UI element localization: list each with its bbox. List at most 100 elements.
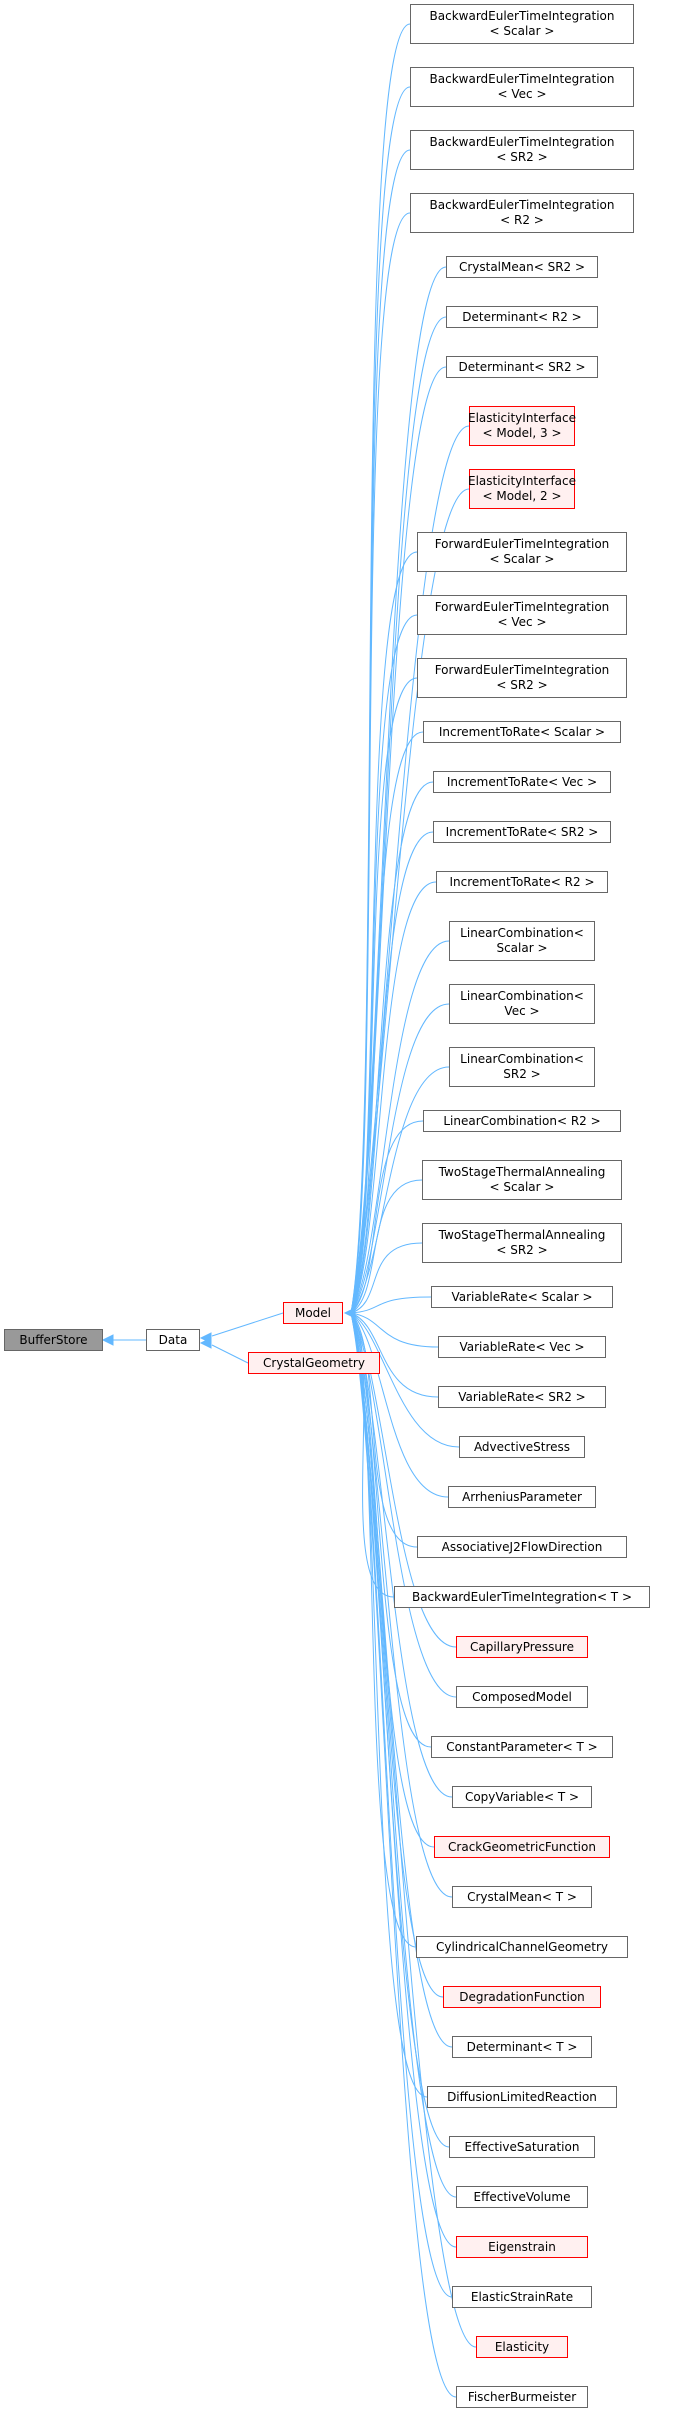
node-label: VariableRate< Vec > (459, 1339, 585, 1354)
node-label: < Model, 3 > (482, 426, 562, 440)
inheritance-edge (350, 940, 450, 1314)
node-label: ElasticStrainRate (470, 2289, 574, 2304)
node-effectivesaturation[interactable]: EffectiveSaturation (449, 2136, 595, 2158)
node-label: VariableRate< Scalar > (451, 1289, 593, 1304)
node-label: ComposedModel (472, 1689, 572, 1704)
inheritance-edge (350, 266, 447, 1314)
node-label: < SR2 > (496, 678, 548, 692)
node-label: Vec > (504, 1004, 540, 1018)
node-diffusionlimitedreaction[interactable]: DiffusionLimitedReaction (427, 2086, 617, 2108)
node-label: CrystalGeometry (263, 1355, 365, 1370)
inheritance-edge (350, 1312, 449, 1498)
node-linearcombination-scalar[interactable]: LinearCombination<Scalar > (449, 921, 595, 961)
node-eigenstrain[interactable]: Eigenstrain (456, 2236, 588, 2258)
node-determinant-r2[interactable]: Determinant< R2 > (446, 306, 598, 328)
node-determinant-sr2[interactable]: Determinant< SR2 > (446, 356, 598, 378)
node-constantparameter-t[interactable]: ConstantParameter< T > (431, 1736, 613, 1758)
node-arrheniusparameter[interactable]: ArrheniusParameter (448, 1486, 596, 1508)
node-label: DiffusionLimitedReaction (447, 2089, 597, 2104)
inheritance-edge (350, 1312, 457, 1698)
inheritance-edge (350, 1312, 477, 2348)
node-backwardeulertimeintegration-r2[interactable]: BackwardEulerTimeIntegration< R2 > (410, 193, 634, 233)
node-label: Model (294, 1305, 332, 1320)
node-degradationfunction[interactable]: DegradationFunction (443, 1986, 601, 2008)
node-label: < Vec > (497, 615, 547, 629)
node-crystalmean-t[interactable]: CrystalMean< T > (452, 1886, 592, 1908)
node-label: BackwardEulerTimeIntegration< T > (411, 1589, 633, 1604)
node-label: CopyVariable< T > (464, 1789, 580, 1804)
node-linearcombination-r2[interactable]: LinearCombination< R2 > (423, 1110, 621, 1132)
inheritance-edge (350, 551, 418, 1314)
node-variablerate-sr2[interactable]: VariableRate< SR2 > (438, 1386, 606, 1408)
node-elasticityinterface-model-3[interactable]: ElasticityInterface< Model, 3 > (468, 406, 576, 446)
node-twostagethermalannealing-scalar[interactable]: TwoStageThermalAnnealing< Scalar > (422, 1160, 622, 1200)
node-incrementtorate-scalar[interactable]: IncrementToRate< Scalar > (423, 721, 621, 743)
node-effectivevolume[interactable]: EffectiveVolume (456, 2186, 588, 2208)
node-data[interactable]: Data (146, 1329, 200, 1351)
inheritance-edge (350, 1003, 450, 1314)
node-variablerate-vec[interactable]: VariableRate< Vec > (438, 1336, 606, 1358)
node-label: LinearCombination< (460, 926, 584, 940)
node-elasticity[interactable]: Elasticity (476, 2336, 568, 2358)
node-variablerate-scalar[interactable]: VariableRate< Scalar > (431, 1286, 613, 1308)
node-capillarypressure[interactable]: CapillaryPressure (456, 1636, 588, 1658)
node-backwardeulertimeintegration-scalar[interactable]: BackwardEulerTimeIntegration< Scalar > (410, 4, 634, 44)
node-backwardeulertimeintegration-vec[interactable]: BackwardEulerTimeIntegration< Vec > (410, 67, 634, 107)
node-incrementtorate-r2[interactable]: IncrementToRate< R2 > (436, 871, 608, 893)
node-label: BackwardEulerTimeIntegration (429, 9, 615, 23)
node-label: LinearCombination< (460, 989, 584, 1003)
node-forwardeulertimeintegration-sr2[interactable]: ForwardEulerTimeIntegration< SR2 > (417, 658, 627, 698)
node-backwardeulertimeintegration-sr2[interactable]: BackwardEulerTimeIntegration< SR2 > (410, 130, 634, 170)
node-label: BackwardEulerTimeIntegration (429, 135, 615, 149)
node-incrementtorate-vec[interactable]: IncrementToRate< Vec > (433, 771, 611, 793)
node-label: ConstantParameter< T > (446, 1739, 598, 1754)
node-linearcombination-vec[interactable]: LinearCombination<Vec > (449, 984, 595, 1024)
node-composedmodel[interactable]: ComposedModel (456, 1686, 588, 1708)
node-linearcombination-sr2[interactable]: LinearCombination<SR2 > (449, 1047, 595, 1087)
node-backwardeulertimeintegration-t[interactable]: BackwardEulerTimeIntegration< T > (394, 1586, 650, 1608)
node-label: TwoStageThermalAnnealing (438, 1228, 606, 1242)
node-model[interactable]: Model (283, 1302, 343, 1324)
node-incrementtorate-sr2[interactable]: IncrementToRate< SR2 > (433, 821, 611, 843)
node-label: BackwardEulerTimeIntegration (429, 72, 615, 86)
inheritance-edge (350, 1312, 418, 1548)
node-label: CylindricalChannelGeometry (435, 1939, 609, 1954)
node-crystalgeometry[interactable]: CrystalGeometry (248, 1352, 380, 1374)
node-label: ForwardEulerTimeIntegration (434, 600, 610, 614)
node-label: < Vec > (497, 87, 547, 101)
node-crystalmean-sr2[interactable]: CrystalMean< SR2 > (446, 256, 598, 278)
node-label: CrystalMean< SR2 > (458, 259, 586, 274)
inheritance-edge (350, 1312, 453, 2298)
inheritance-edge (350, 1296, 432, 1314)
node-label: SR2 > (503, 1067, 541, 1081)
node-forwardeulertimeintegration-scalar[interactable]: ForwardEulerTimeIntegration< Scalar > (417, 532, 627, 572)
inheritance-edge (350, 1312, 439, 1398)
node-label: Elasticity (494, 2339, 550, 2354)
node-label: Determinant< R2 > (462, 309, 582, 324)
node-advectivestress[interactable]: AdvectiveStress (459, 1436, 585, 1458)
node-crackgeometricfunction[interactable]: CrackGeometricFunction (434, 1836, 610, 1858)
node-copyvariable-t[interactable]: CopyVariable< T > (452, 1786, 592, 1808)
node-label: ArrheniusParameter (462, 1489, 582, 1504)
node-elasticityinterface-model-2[interactable]: ElasticityInterface< Model, 2 > (468, 469, 576, 509)
node-label: Eigenstrain (488, 2239, 556, 2254)
node-cylindricalchannelgeometry[interactable]: CylindricalChannelGeometry (416, 1936, 628, 1958)
edge-crystalgeometry-data (211, 1344, 249, 1364)
node-fischerburmeister[interactable]: FischerBurmeister (456, 2386, 588, 2408)
inheritance-edge (350, 1312, 457, 1648)
node-label: LinearCombination< R2 > (443, 1113, 601, 1128)
node-forwardeulertimeintegration-vec[interactable]: ForwardEulerTimeIntegration< Vec > (417, 595, 627, 635)
inheritance-edge (350, 614, 418, 1314)
node-twostagethermalannealing-sr2[interactable]: TwoStageThermalAnnealing< SR2 > (422, 1223, 622, 1263)
inheritance-edge (350, 1312, 457, 2398)
node-label: Data (158, 1332, 188, 1347)
node-associativej2flowdirection[interactable]: AssociativeJ2FlowDirection (417, 1536, 627, 1558)
node-determinant-t[interactable]: Determinant< T > (452, 2036, 592, 2058)
node-label: AssociativeJ2FlowDirection (441, 1539, 603, 1554)
node-label: LinearCombination< (460, 1052, 584, 1066)
node-label: CapillaryPressure (470, 1639, 574, 1654)
node-label: Scalar > (496, 941, 548, 955)
inheritance-edge (350, 86, 411, 1314)
node-elasticstrainrate[interactable]: ElasticStrainRate (452, 2286, 592, 2308)
